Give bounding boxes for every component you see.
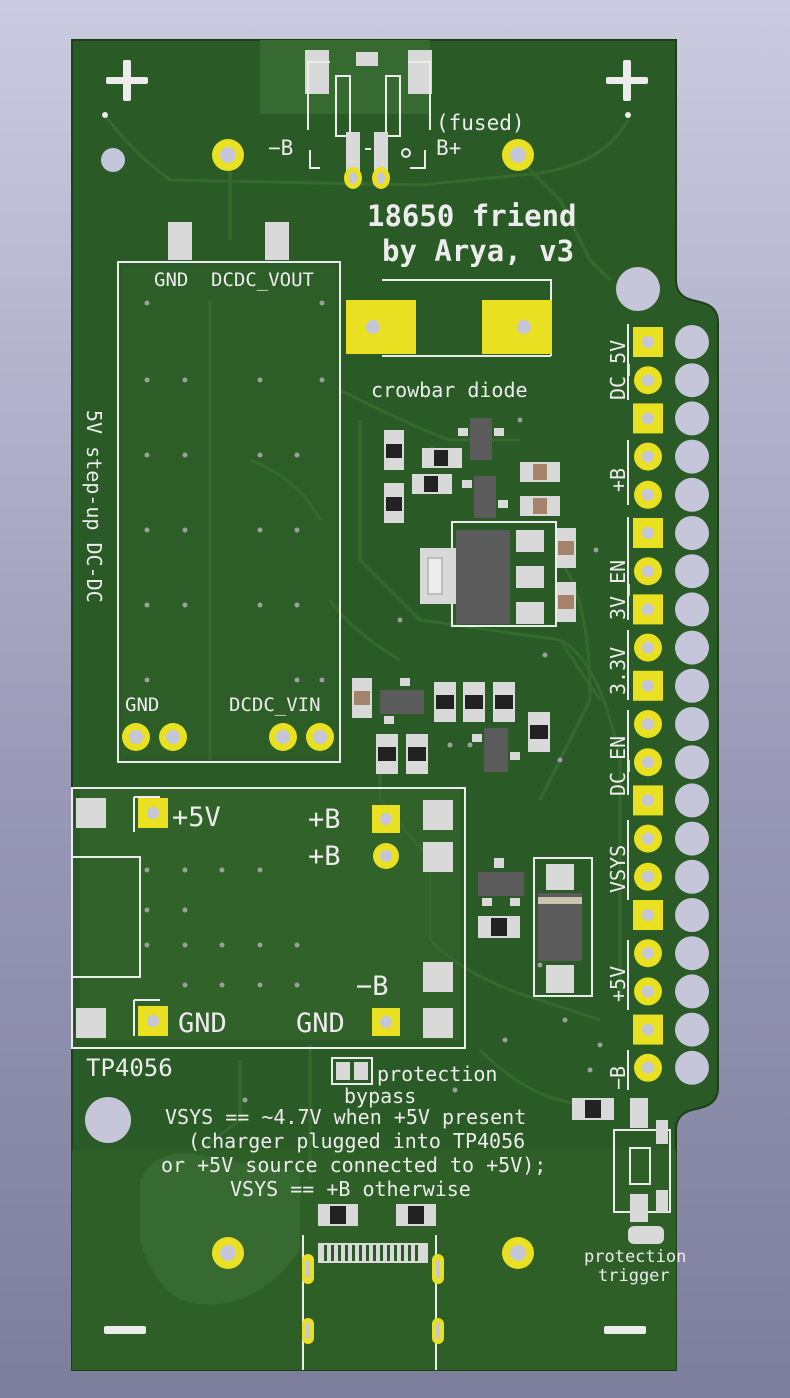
mounting-hole-top-left <box>101 148 125 172</box>
header-pins <box>633 327 663 1082</box>
bypass-label: bypass <box>344 1084 416 1108</box>
usb-c-connector <box>302 1235 444 1370</box>
trigger-label-2: trigger <box>598 1266 670 1286</box>
battery-neg-label: −B <box>268 136 293 160</box>
board-title: 18650 friend <box>367 199 577 233</box>
header-pin-drill <box>642 870 654 883</box>
header-pin-drill <box>642 756 654 769</box>
board-subtitle: by Arya, v3 <box>382 234 574 268</box>
mounting-hole-bottom-left <box>85 1097 131 1143</box>
battery-pos-label: B+ <box>436 136 461 160</box>
charger-gnd-left-label: GND <box>178 1008 227 1039</box>
dcdc-vout-label: DCDC_VOUT <box>211 269 314 291</box>
castellated-hole <box>675 668 709 703</box>
battery-pads <box>212 139 534 1269</box>
fuse-footprint <box>305 50 432 189</box>
charger-name-label: TP4056 <box>86 1054 173 1082</box>
castellated-hole <box>675 363 709 398</box>
header-pin-drill <box>642 794 654 807</box>
castellated-hole <box>675 936 709 971</box>
header-pin-drill <box>642 1023 654 1036</box>
header-label-dc5v: DC_5V <box>606 340 630 400</box>
note-line-4: VSYS == +B otherwise <box>230 1177 471 1201</box>
charger-gnd-right-label: GND <box>296 1008 345 1039</box>
protection-trigger-button <box>613 1098 671 1244</box>
castellated-hole <box>675 592 709 627</box>
header-pin-drill <box>642 527 654 539</box>
castellated-hole <box>675 1012 709 1047</box>
note-line-2: (charger plugged into TP4056 <box>188 1129 525 1153</box>
header-pin-drill <box>642 909 654 921</box>
header-pin-drill <box>642 412 654 425</box>
dcdc-side-label: 5V step-up DC-DC <box>82 410 106 603</box>
header-label-plus5v: +5V <box>606 966 630 1002</box>
dcdc-module-outline <box>117 222 341 763</box>
dcdc-gnd-bottom-label: GND <box>125 694 159 716</box>
header-pin-drill <box>642 641 654 654</box>
header-label-minusb: −B <box>606 1066 630 1090</box>
header-pin-drill <box>642 488 654 501</box>
castellated-hole <box>675 516 709 550</box>
crowbar-label: crowbar diode <box>371 378 528 402</box>
header-pin-drill <box>642 832 654 845</box>
crowbar-diode-footprint <box>346 279 552 357</box>
charger-plusb-label-2: +B <box>308 841 341 872</box>
note-line-3: or +5V source connected to +5V); <box>161 1153 546 1177</box>
castellated-hole <box>675 783 709 818</box>
header-pin-drill <box>642 985 654 998</box>
header-label-3ven: 3V_EN <box>606 560 630 620</box>
castellated-hole <box>675 477 709 512</box>
charger-module-outline <box>71 787 466 1049</box>
charger-plus5v-label: +5V <box>172 802 221 833</box>
castellated-hole <box>675 974 709 1009</box>
header-pin-drill <box>642 679 654 692</box>
castellated-hole <box>675 707 709 741</box>
castellated-hole <box>675 821 709 856</box>
fused-label: (fused) <box>436 111 525 135</box>
dcdc-vin-label: DCDC_VIN <box>229 694 321 716</box>
header-label-33v: 3.3V <box>606 647 630 695</box>
note-line-1: VSYS == ~4.7V when +5V present <box>165 1105 526 1129</box>
mounting-holes <box>85 148 660 1143</box>
charger-plusb-label-1: +B <box>308 804 341 835</box>
header-pin-drill <box>642 718 654 730</box>
castellated-hole <box>675 325 709 359</box>
header-pin-drill <box>642 603 654 616</box>
castellated-hole <box>675 859 709 894</box>
pcb-traces <box>103 114 630 1180</box>
castellated-hole <box>675 554 709 589</box>
dcdc-gnd-top-label: GND <box>154 269 188 291</box>
protection-bypass-jumper <box>331 1057 373 1085</box>
copper-pour-dcdc <box>122 266 336 756</box>
castellated-hole <box>675 898 709 932</box>
charger-minusb-label: −B <box>356 971 389 1002</box>
header-pin-drill <box>642 565 654 578</box>
header-pin-drill <box>642 1061 654 1074</box>
header-pin-drill <box>642 336 654 348</box>
header-pin-drill <box>642 450 654 463</box>
header-label-plusb: +B <box>606 468 630 492</box>
mounting-hole-top-right <box>616 267 660 311</box>
castellated-hole <box>675 401 709 436</box>
castellated-hole <box>675 1050 709 1085</box>
protection-label: protection <box>377 1062 497 1086</box>
trigger-label-1: protection <box>584 1247 686 1267</box>
castellated-hole <box>675 745 709 780</box>
header-holes <box>675 325 709 1085</box>
castellated-hole <box>675 630 709 665</box>
header-label-vsys: VSYS <box>606 845 630 893</box>
header-pin-drill <box>642 374 654 387</box>
smd-components <box>318 418 614 1226</box>
copper-pour-bottom-traces <box>140 1153 300 1305</box>
header-pin-drill <box>642 947 654 960</box>
polarity-marks <box>102 60 648 1334</box>
castellated-hole <box>675 439 709 474</box>
header-label-dcen: DC_EN <box>606 736 630 796</box>
